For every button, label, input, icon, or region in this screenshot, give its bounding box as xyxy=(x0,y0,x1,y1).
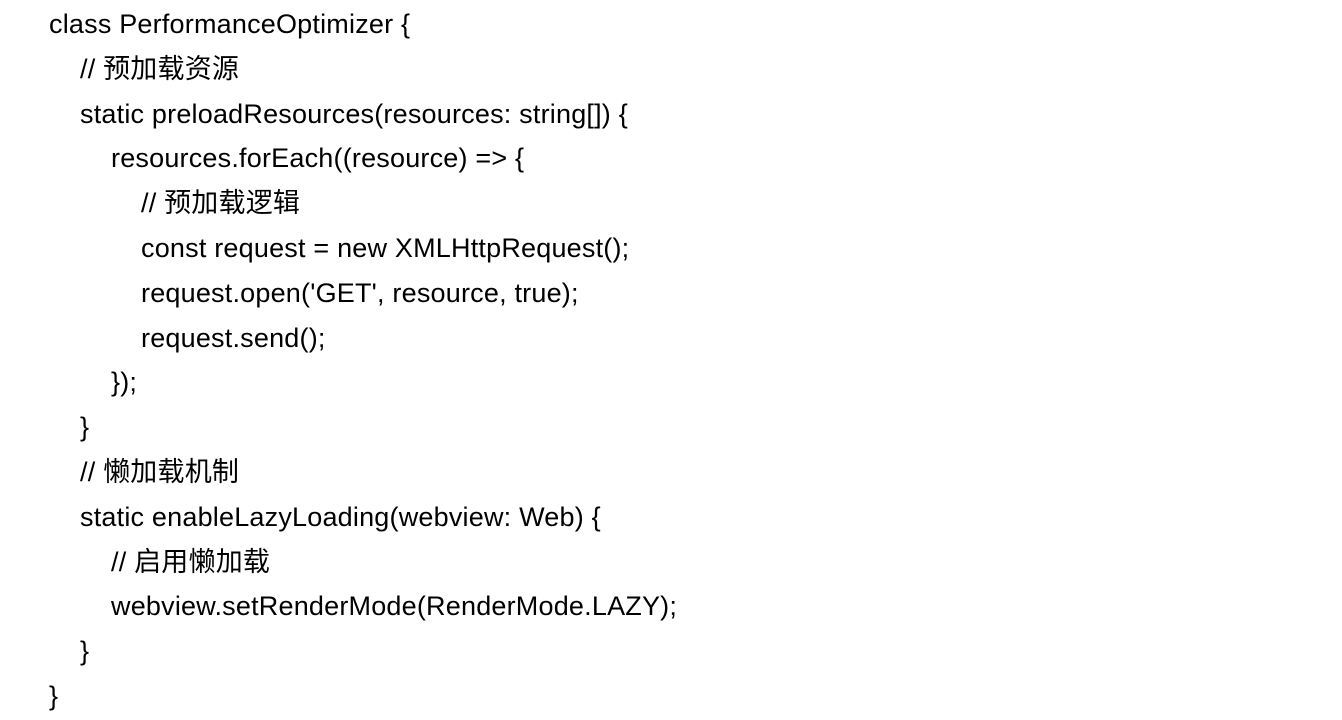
code-line: }); xyxy=(111,367,138,398)
code-line: const request = new XMLHttpRequest(); xyxy=(141,232,630,263)
code-line-comment: // 启用懒加载 xyxy=(111,546,271,577)
code-line: static enableLazyLoading(webview: Web) { xyxy=(80,501,601,532)
code-line: static preloadResources(resources: strin… xyxy=(80,98,628,129)
code-line: } xyxy=(49,680,59,711)
code-line-comment: // 预加载逻辑 xyxy=(141,188,301,219)
code-line: class PerformanceOptimizer { xyxy=(49,9,411,39)
code-line-comment: // 懒加载机制 xyxy=(80,456,240,487)
code-line: } xyxy=(80,412,90,443)
code-line-comment: // 预加载资源 xyxy=(80,53,240,84)
code-line: } xyxy=(80,636,90,667)
code-line: webview.setRenderMode(RenderMode.LAZY); xyxy=(111,591,678,622)
code-line: request.open('GET', resource, true); xyxy=(141,277,579,308)
code-line: resources.forEach((resource) => { xyxy=(111,143,525,174)
code-line: request.send(); xyxy=(141,322,326,353)
